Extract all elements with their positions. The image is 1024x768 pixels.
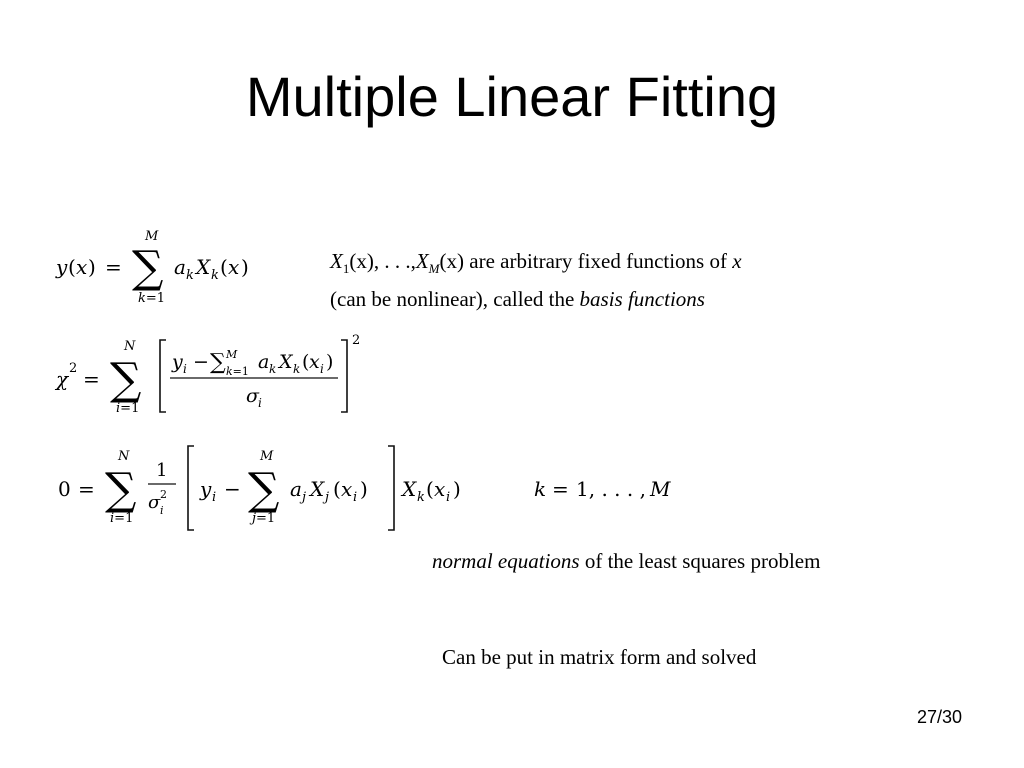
svg-text:2: 2: [69, 361, 77, 376]
svg-text:=: =: [78, 477, 95, 501]
basis-sub-1: 1: [342, 261, 350, 277]
svg-text:−: −: [224, 477, 241, 501]
svg-text:): ): [241, 255, 249, 279]
svg-text:N: N: [123, 339, 136, 354]
slide-title: Multiple Linear Fitting: [245, 65, 779, 128]
svg-text:(: (: [68, 255, 76, 279]
basis-var-x: x: [732, 249, 742, 273]
basis-rest: are arbitrary fixed functions of: [464, 249, 733, 273]
svg-text:M: M: [225, 348, 238, 361]
svg-text:k=1: k=1: [138, 291, 165, 306]
svg-text:j: j: [299, 490, 306, 505]
svg-text:k: k: [269, 362, 276, 376]
svg-text:): ): [326, 351, 333, 373]
svg-text:i: i: [212, 490, 216, 505]
basis-sub-m: M: [428, 261, 440, 277]
svg-text:): ): [453, 477, 461, 501]
basis-functions-note: X1(x), . . .,XM(x) are arbitrary fixed f…: [330, 246, 870, 315]
basis-xm: X: [415, 249, 429, 273]
normal-term: normal equations: [432, 549, 580, 573]
svg-text:i: i: [258, 396, 262, 410]
svg-text:M: M: [144, 229, 159, 244]
chi-squared-equation: χ 2 = ∑ N i=1 y i − ∑ M k=1 a k X k ( x …: [54, 333, 360, 416]
svg-text:a: a: [258, 351, 269, 373]
svg-text:1, . . . ,: 1, . . . ,: [576, 477, 646, 501]
svg-text:k: k: [186, 268, 194, 283]
svg-text:x: x: [76, 255, 87, 279]
svg-text:0: 0: [58, 477, 71, 501]
svg-text:i: i: [320, 362, 324, 376]
svg-text:∑: ∑: [210, 350, 226, 375]
svg-text:(: (: [302, 351, 309, 373]
svg-text:X: X: [194, 255, 211, 279]
page-number: 27/30: [916, 707, 962, 727]
svg-text:=: =: [552, 477, 569, 501]
svg-text:y: y: [55, 255, 68, 279]
svg-text:∑: ∑: [248, 464, 279, 515]
svg-text:=: =: [105, 255, 122, 279]
svg-text:M: M: [259, 449, 274, 464]
svg-text:k: k: [417, 490, 425, 505]
svg-text:2: 2: [160, 488, 167, 501]
svg-text:k=1: k=1: [226, 365, 249, 378]
svg-text:σ: σ: [246, 385, 260, 407]
svg-text:i=1: i=1: [110, 511, 133, 526]
svg-text:X: X: [308, 477, 325, 501]
svg-text:a: a: [290, 477, 302, 501]
normal-equations-equation: 0 = ∑ N i=1 1 σ 2 i y i − ∑ M j=1 a j X …: [58, 445, 671, 531]
svg-text:∑: ∑: [110, 354, 141, 405]
svg-text:a: a: [174, 255, 186, 279]
svg-text:χ: χ: [54, 367, 70, 391]
svg-text:k: k: [293, 362, 300, 376]
svg-text:i: i: [353, 490, 357, 505]
basis-line2: (can be nonlinear), called the: [330, 287, 580, 312]
svg-text:x: x: [228, 255, 239, 279]
basis-paren1: (x), . . .,: [349, 249, 416, 273]
svg-text:y: y: [199, 477, 212, 501]
svg-text:(: (: [333, 477, 341, 501]
svg-text:(: (: [220, 255, 228, 279]
basis-x1: X: [330, 249, 343, 273]
basis-term: basis functions: [579, 287, 705, 312]
svg-text:2: 2: [352, 333, 360, 348]
svg-text:(: (: [426, 477, 434, 501]
svg-text:): ): [360, 477, 368, 501]
svg-text:k: k: [534, 477, 546, 501]
svg-text:1: 1: [156, 460, 167, 481]
svg-text:y: y: [171, 351, 183, 373]
svg-text:X: X: [400, 477, 417, 501]
basis-paren2: (x): [439, 249, 465, 273]
svg-text:x: x: [309, 351, 320, 373]
svg-text:i: i: [160, 504, 164, 517]
normal-equations-note: normal equations of the least squares pr…: [432, 546, 832, 577]
model-equation: y ( x ) = ∑ M k=1 a k X k ( x ): [55, 229, 249, 306]
svg-text:∑: ∑: [132, 242, 163, 293]
svg-text:N: N: [117, 449, 130, 464]
svg-text:x: x: [341, 477, 352, 501]
svg-text:i=1: i=1: [116, 401, 139, 416]
svg-text:M: M: [649, 477, 671, 501]
svg-text:k: k: [211, 268, 219, 283]
normal-rest: of the least squares problem: [579, 549, 821, 573]
svg-text:i: i: [183, 362, 187, 376]
svg-text:x: x: [434, 477, 445, 501]
svg-text:∑: ∑: [105, 464, 136, 515]
svg-text:X: X: [277, 351, 294, 373]
svg-text:−: −: [193, 351, 209, 373]
svg-text:σ: σ: [148, 492, 161, 513]
svg-text:j: j: [322, 490, 329, 505]
svg-text:): ): [88, 255, 96, 279]
matrix-form-note: Can be put in matrix form and solved: [442, 645, 757, 669]
svg-text:i: i: [446, 490, 450, 505]
svg-text:=: =: [83, 367, 100, 391]
svg-text:j=1: j=1: [249, 511, 275, 526]
